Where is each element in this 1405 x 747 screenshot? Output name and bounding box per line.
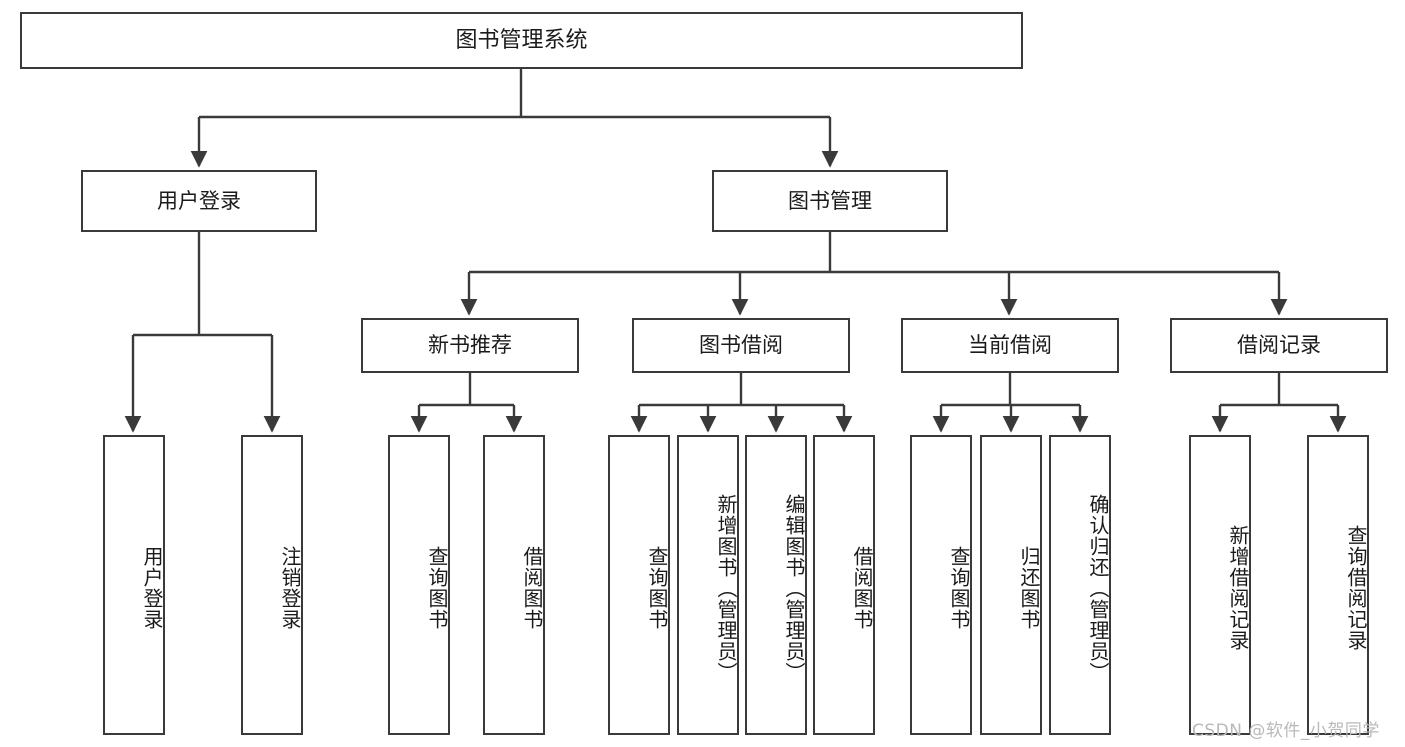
node-borrowing-records[interactable]: 借阅记录 bbox=[1170, 318, 1388, 373]
node-user-login[interactable]: 用户登录 bbox=[81, 170, 317, 232]
node-new-book-recommendation[interactable]: 新书推荐 bbox=[361, 318, 579, 373]
leaf-logout[interactable]: 注销登录 bbox=[241, 435, 303, 735]
node-user-login-label: 用户登录 bbox=[157, 188, 241, 213]
leaf-query-books-borrow-label: 查询图书 bbox=[645, 546, 669, 630]
leaf-edit-book-admin-label: 编辑图书（管理员） bbox=[782, 493, 806, 683]
node-current-borrowing-label: 当前借阅 bbox=[968, 333, 1052, 358]
node-book-borrowing[interactable]: 图书借阅 bbox=[632, 318, 850, 373]
leaf-confirm-return-admin[interactable]: 确认归还（管理员） bbox=[1049, 435, 1111, 735]
leaf-add-book-admin[interactable]: 新增图书（管理员） bbox=[677, 435, 739, 735]
leaf-borrow-books[interactable]: 借阅图书 bbox=[813, 435, 875, 735]
leaf-user-login-label: 用户登录 bbox=[140, 546, 164, 630]
leaf-borrow-books-rec[interactable]: 借阅图书 bbox=[483, 435, 545, 735]
leaf-query-books-current[interactable]: 查询图书 bbox=[910, 435, 972, 735]
node-borrowing-records-label: 借阅记录 bbox=[1237, 333, 1321, 358]
leaf-borrow-books-rec-label: 借阅图书 bbox=[520, 546, 544, 630]
leaf-add-borrow-record[interactable]: 新增借阅记录 bbox=[1189, 435, 1251, 735]
node-book-management-label: 图书管理 bbox=[788, 188, 872, 213]
node-new-book-recommendation-label: 新书推荐 bbox=[428, 333, 512, 358]
leaf-edit-book-admin[interactable]: 编辑图书（管理员） bbox=[745, 435, 807, 735]
node-root-label: 图书管理系统 bbox=[455, 27, 588, 53]
leaf-return-books-label: 归还图书 bbox=[1017, 546, 1041, 630]
leaf-query-books-current-label: 查询图书 bbox=[947, 546, 971, 630]
node-root[interactable]: 图书管理系统 bbox=[20, 12, 1023, 69]
node-book-borrowing-label: 图书借阅 bbox=[699, 333, 783, 358]
leaf-confirm-return-admin-label: 确认归还（管理员） bbox=[1086, 493, 1110, 683]
leaf-borrow-books-label: 借阅图书 bbox=[850, 546, 874, 630]
leaf-add-borrow-record-label: 新增借阅记录 bbox=[1226, 525, 1250, 651]
leaf-query-books-rec[interactable]: 查询图书 bbox=[388, 435, 450, 735]
leaf-user-login[interactable]: 用户登录 bbox=[103, 435, 165, 735]
leaf-query-borrow-record[interactable]: 查询借阅记录 bbox=[1307, 435, 1369, 735]
leaf-query-books-rec-label: 查询图书 bbox=[425, 546, 449, 630]
leaf-query-books-borrow[interactable]: 查询图书 bbox=[608, 435, 670, 735]
leaf-return-books[interactable]: 归还图书 bbox=[980, 435, 1042, 735]
leaf-add-book-admin-label: 新增图书（管理员） bbox=[714, 493, 738, 683]
node-book-management[interactable]: 图书管理 bbox=[712, 170, 948, 232]
node-current-borrowing[interactable]: 当前借阅 bbox=[901, 318, 1119, 373]
watermark: CSDN @软件_小贺同学 bbox=[1192, 721, 1380, 741]
leaf-logout-label: 注销登录 bbox=[278, 546, 302, 630]
leaf-query-borrow-record-label: 查询借阅记录 bbox=[1344, 525, 1368, 651]
